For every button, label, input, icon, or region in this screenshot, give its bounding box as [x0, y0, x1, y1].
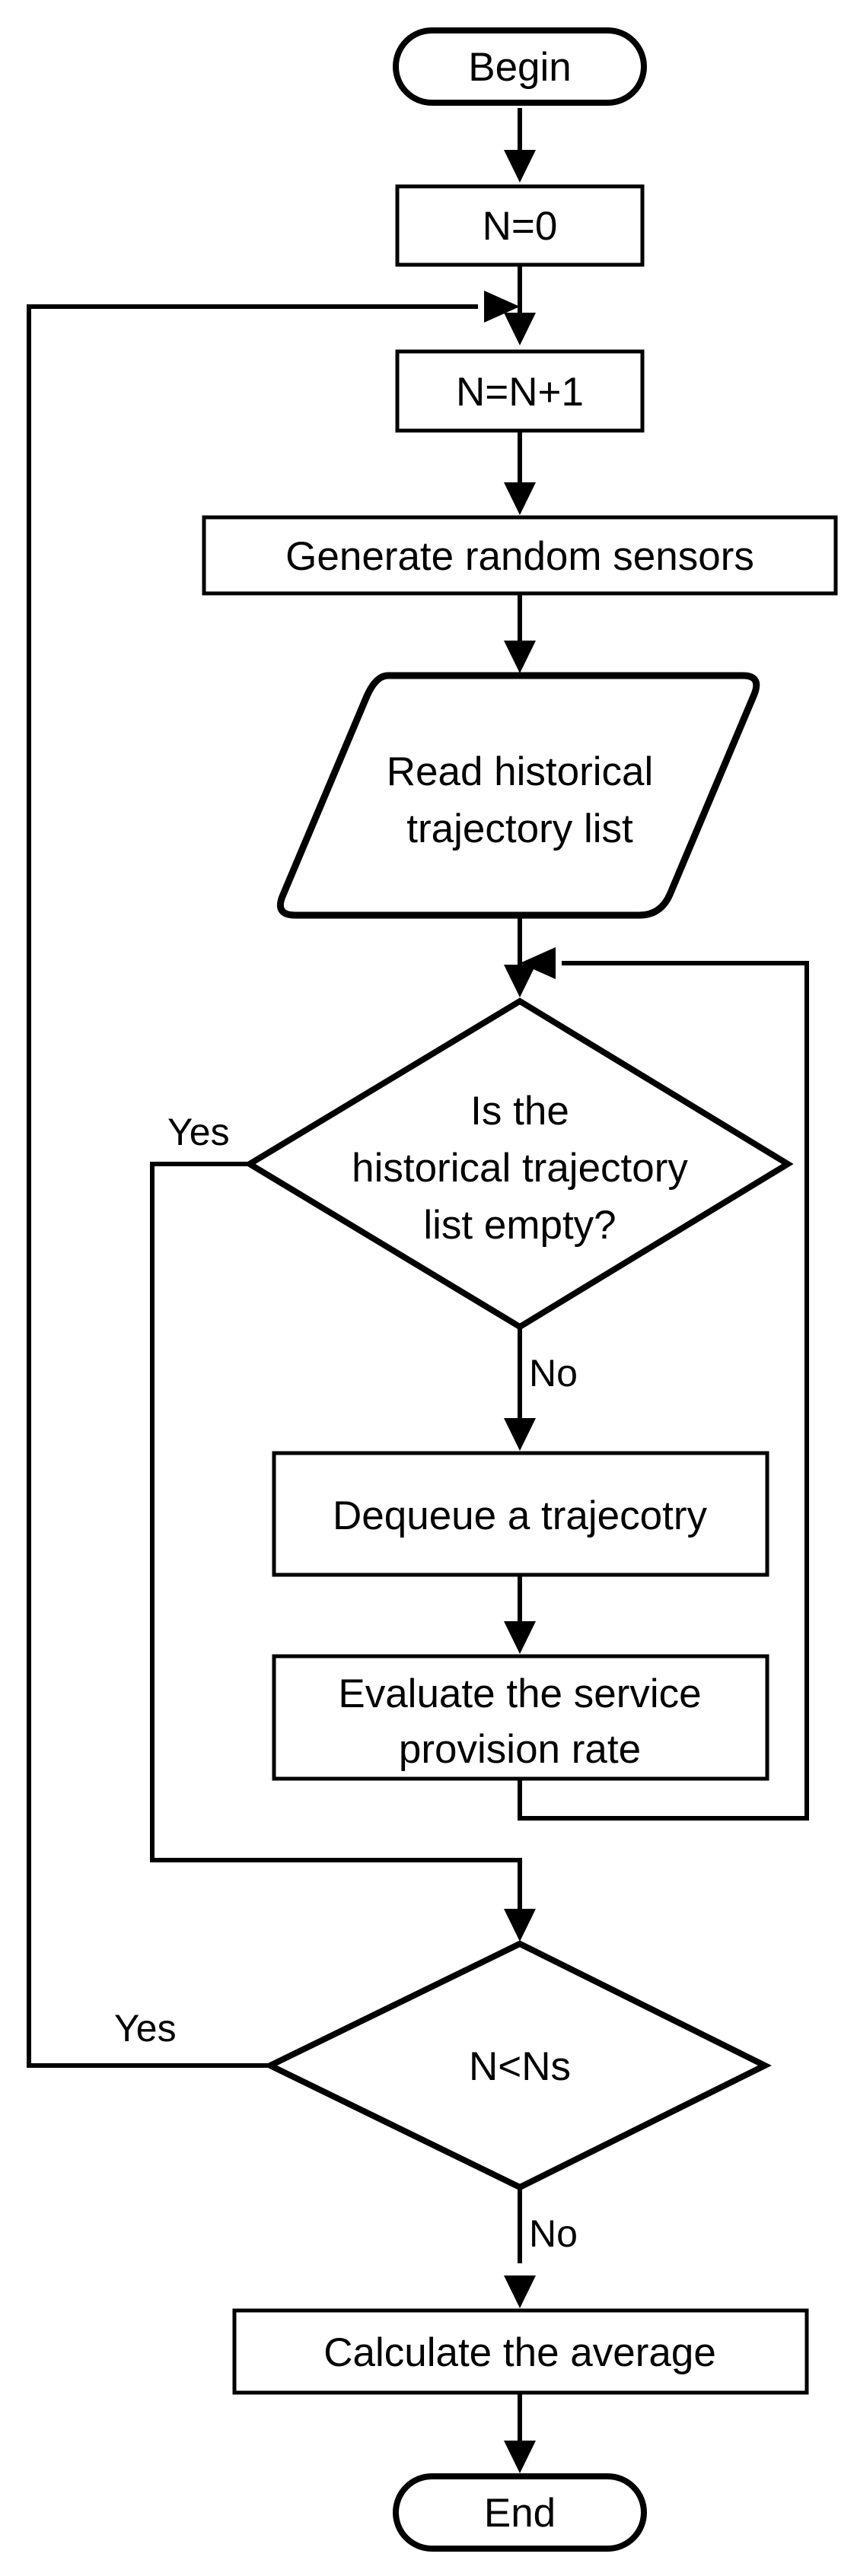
arrowhead-generate — [504, 482, 536, 515]
loop-check-label: N<Ns — [469, 2044, 571, 2089]
arrowhead-evaluate — [504, 1621, 536, 1654]
read-label-line1: Read historical — [387, 749, 654, 794]
loop-yes-label: Yes — [114, 2007, 177, 2050]
check-label-line1: Is the — [470, 1089, 569, 1134]
process-evaluate-shape — [272, 1654, 769, 1781]
loop-no-label: No — [529, 2212, 578, 2255]
edge-check-yes — [150, 1162, 522, 1921]
average-label: Calculate the average — [323, 2330, 716, 2375]
arrowhead-loopback — [520, 947, 556, 979]
terminator-begin-shape — [393, 27, 647, 106]
arrowhead-dequeue — [504, 1418, 536, 1451]
process-increment-shape — [395, 349, 645, 433]
node-loop-check: N<Ns — [263, 1940, 772, 2191]
edge-labels: Yes No Yes No — [114, 1111, 578, 2255]
node-increment: N=N+1 — [395, 349, 645, 433]
connectors — [27, 108, 809, 2454]
node-begin: Begin — [393, 27, 647, 106]
arrowhead-loop-check — [504, 1909, 536, 1942]
process-dequeue-shape — [272, 1451, 769, 1577]
process-generate-shape — [202, 515, 838, 596]
node-init: N=0 — [395, 184, 645, 267]
node-evaluate: Evaluate the service provision rate — [272, 1654, 769, 1781]
check-yes-label: Yes — [167, 1111, 230, 1153]
node-average: Calculate the average — [232, 2308, 809, 2395]
check-label-line3: list empty? — [423, 1203, 616, 1248]
generate-label: Generate random sensors — [285, 534, 754, 579]
process-average-shape — [232, 2308, 809, 2395]
arrowhead-end — [504, 2441, 536, 2473]
decision-loop-shape — [263, 1940, 772, 2191]
edge-evaluate-loop-back — [518, 961, 809, 1821]
arrowhead-average — [504, 2275, 536, 2308]
terminator-end-shape — [393, 2473, 647, 2552]
arrowhead-increment — [504, 313, 536, 345]
arrowheads — [484, 150, 556, 2473]
node-read: Read historical trajectory list — [277, 672, 760, 919]
arrowhead-read — [504, 641, 536, 673]
check-no-label: No — [529, 1352, 578, 1395]
arrowhead-check — [504, 965, 536, 997]
arrowhead-init — [504, 150, 536, 183]
node-end: End — [393, 2473, 647, 2552]
init-label: N=0 — [483, 204, 558, 249]
node-generate: Generate random sensors — [202, 515, 838, 596]
process-init-shape — [395, 184, 645, 267]
evaluate-label-line1: Evaluate the service — [338, 1671, 701, 1716]
node-dequeue: Dequeue a trajecotry — [272, 1451, 769, 1577]
read-label-line2: trajectory list — [406, 806, 633, 851]
check-label-line2: historical trajectory — [352, 1146, 688, 1191]
decision-check-shape — [244, 997, 794, 1331]
arrowhead-loop-yes — [484, 291, 520, 323]
dequeue-label: Dequeue a trajecotry — [333, 1493, 708, 1538]
edge-loop-yes — [27, 304, 478, 2068]
begin-label: Begin — [468, 45, 572, 90]
end-label: End — [484, 2491, 556, 2536]
node-check: Is the historical trajectory list empty? — [244, 997, 794, 1331]
evaluate-label-line2: provision rate — [399, 1727, 641, 1772]
io-read-shape — [277, 672, 760, 919]
increment-label: N=N+1 — [456, 370, 584, 415]
